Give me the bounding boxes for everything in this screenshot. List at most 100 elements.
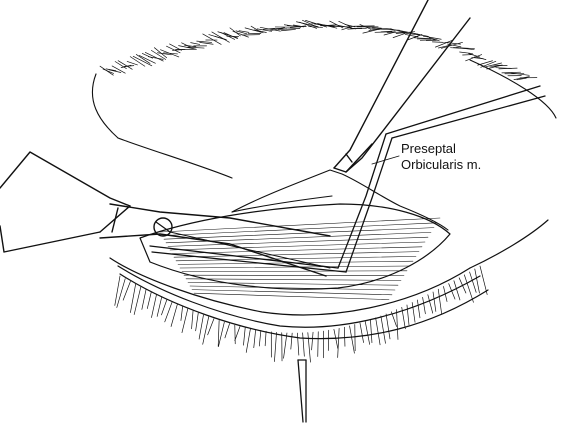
eyelash [181, 308, 189, 334]
eyebrow-hair [468, 53, 480, 58]
eyelash [370, 319, 373, 344]
eyebrow-hair [268, 27, 286, 32]
eyebrow-hair [105, 68, 117, 72]
eyebrow-hair [401, 32, 424, 36]
eyebrow-hair [407, 34, 423, 41]
eyebrow-hair [280, 29, 296, 32]
label-preseptal: Preseptal [401, 141, 456, 156]
eyelash [380, 315, 386, 344]
eyebrow-hair [138, 55, 156, 64]
preseptal-orbicularis-muscle [139, 203, 451, 300]
eyelash [307, 332, 311, 363]
eyebrow-hair [199, 42, 214, 45]
eyebrow-hair [190, 42, 201, 45]
eyelash [375, 317, 381, 346]
eyebrow-hair [422, 35, 442, 40]
eyebrow-hair [474, 56, 487, 60]
eyelash [448, 283, 456, 300]
eyelash [359, 322, 364, 343]
eyelash [422, 297, 426, 315]
eyebrow-hair [202, 33, 222, 45]
eyelashes [114, 265, 488, 363]
eyelash [130, 283, 137, 313]
eyebrow-hair [368, 27, 382, 31]
eyelash [274, 332, 277, 362]
eyelash [264, 330, 267, 347]
eyebrow-hair [392, 33, 406, 38]
eyebrow-hair [359, 24, 372, 30]
muscle-fiber [161, 222, 438, 236]
eyelash [364, 321, 370, 345]
muscle-gripper [149, 85, 546, 273]
muscle-fiber [187, 282, 399, 286]
eyelash [245, 328, 251, 353]
eyebrow-hair [371, 27, 392, 30]
eyelash [401, 306, 406, 330]
eyelash [290, 332, 293, 350]
eyelash [474, 268, 480, 294]
eyelash [258, 330, 262, 347]
eyelash [432, 291, 437, 312]
eyebrow-hair [196, 40, 213, 43]
lid-margin [109, 219, 549, 340]
eyelash [337, 327, 340, 358]
eyebrow-hair [108, 69, 122, 73]
eyelash [141, 288, 147, 310]
skin-flap [231, 169, 449, 231]
eyebrow-hair [459, 51, 473, 54]
muscle-fiber [191, 289, 393, 296]
eyelash [406, 304, 410, 326]
eyelash [195, 312, 199, 332]
eyebrow-hair [341, 25, 354, 31]
eyelash [417, 299, 421, 319]
eyebrow-hair [211, 31, 230, 43]
eyebrow [99, 19, 538, 81]
eyebrow-hair [332, 25, 352, 28]
eyelash [311, 331, 314, 351]
eyebrow-hair [293, 24, 305, 28]
retractor-hook-lower [297, 359, 307, 423]
eyebrow-hair [123, 65, 135, 67]
forceps [333, 0, 471, 173]
eyelash [469, 271, 477, 293]
eyelash [156, 296, 163, 317]
eyebrow-hair [444, 41, 461, 45]
eyelash [122, 280, 131, 301]
eyelash [133, 286, 142, 315]
eyelash [146, 291, 152, 309]
eyelash [253, 329, 257, 349]
label-leader-line [371, 155, 400, 165]
eyebrow-hair [516, 77, 527, 81]
eyelash [463, 274, 474, 303]
eyelash [218, 321, 225, 347]
eyelash [198, 314, 204, 340]
eyelash [396, 309, 399, 340]
eyebrow-hair [111, 65, 126, 74]
eyelash [302, 332, 305, 357]
eyebrow-hair [498, 67, 518, 70]
eyelash [317, 331, 319, 357]
eyelash [427, 294, 434, 314]
eyebrow-hair [380, 30, 396, 33]
eyebrow-hair [501, 71, 521, 74]
eyebrow-hair [151, 50, 167, 60]
eyebrow-hair [220, 32, 236, 40]
eyelash [224, 323, 230, 339]
muscle-fiber [171, 246, 423, 254]
eyelash [343, 326, 346, 347]
eyebrow-hair [232, 30, 249, 38]
eyelash [458, 277, 467, 294]
eyebrow-hair [413, 37, 431, 39]
eyebrow-hair [102, 68, 114, 74]
eyebrow-hair [253, 29, 267, 33]
muscle-fiber [167, 236, 429, 247]
eyelash [385, 313, 391, 340]
eyebrow-hair [344, 23, 356, 28]
eyebrow-hair [178, 45, 197, 50]
eyebrow-hair [184, 44, 197, 48]
eyebrow-hair [410, 32, 429, 37]
eyebrow-hair [429, 37, 440, 42]
eyelash [180, 306, 183, 321]
eyebrow-hair [435, 39, 453, 48]
